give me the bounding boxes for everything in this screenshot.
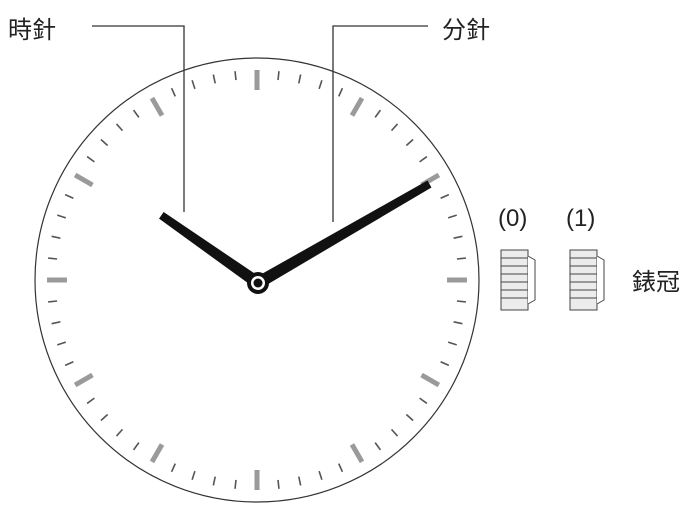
dial-tick-minor [338,87,344,97]
dial-tick-minor [234,71,237,81]
dial-tick-major [73,372,94,388]
dial-tick-minor [440,361,450,367]
dial-tick-minor [48,300,58,303]
crown-position-1 [569,249,605,311]
dial-tick-minor [100,138,109,147]
hour-hand [159,212,262,288]
dial-tick-minor [405,413,414,422]
dial-tick-major [149,443,165,464]
dial-tick-minor [115,428,124,437]
dial-tick-minor [212,476,216,486]
dial-tick-minor [86,155,95,163]
dial-tick-minor [51,321,61,325]
dial-tick-minor [447,341,457,346]
dial-tick-minor [456,257,466,260]
crown-position-0 [500,249,536,311]
dial-tick-minor [318,470,323,480]
dial-tick-minor [277,479,280,489]
dial-tick-minor [374,442,382,451]
dial-tick-major [149,96,165,117]
dial-tick-minor [234,479,237,489]
dial-tick-major [73,172,94,188]
dial-tick-minor [318,80,323,90]
dial-tick-minor [212,74,216,84]
dial-tick-minor [132,442,140,451]
hour-hand-leader-line [92,25,185,212]
dial-tick-minor [390,428,399,437]
dial-tick-minor [277,71,280,81]
dial-tick-minor [191,470,196,480]
dial-tick-minor [48,257,58,260]
crown-position-label-0: (0) [498,205,527,232]
dial-tick-minor [100,413,109,422]
dial-tick-major [349,96,365,117]
dial-tick-minor [191,80,196,90]
dial-tick-minor [419,397,428,405]
dial-tick-minor [115,123,124,132]
dial-tick-minor [447,214,457,219]
crown-label: 錶冠 [632,268,680,296]
dial-tick-minor [57,341,67,346]
dial-tick-minor [419,155,428,163]
dial-ticks [47,70,467,490]
dial-tick-minor [57,214,67,219]
dial-tick-minor [170,463,176,473]
dial-tick-minor [374,109,382,118]
minute-hand-leader-line [332,25,428,222]
dial-tick-minor [64,193,74,199]
dial-tick-major [349,443,365,464]
hour-hand-label: 時針 [8,16,56,44]
dial-tick-minor [405,138,414,147]
dial-tick-minor [64,361,74,367]
dial-tick-minor [51,235,61,239]
minute-hand-label: 分針 [442,16,490,44]
dial-tick-minor [338,463,344,473]
dial-tick-minor [86,397,95,405]
dial-tick-minor [456,300,466,303]
dial-tick-minor [298,476,302,486]
minute-hand [255,180,432,289]
dial-tick-minor [453,235,463,239]
dial-tick-major [420,372,441,388]
dial-tick-minor [170,87,176,97]
dial-tick-minor [453,321,463,325]
dial-tick-minor [390,123,399,132]
crown-position-label-1: (1) [566,205,595,232]
dial-tick-minor [132,109,140,118]
center-pin-inner [253,278,263,288]
dial-tick-minor [440,193,450,199]
dial-tick-minor [298,74,302,84]
